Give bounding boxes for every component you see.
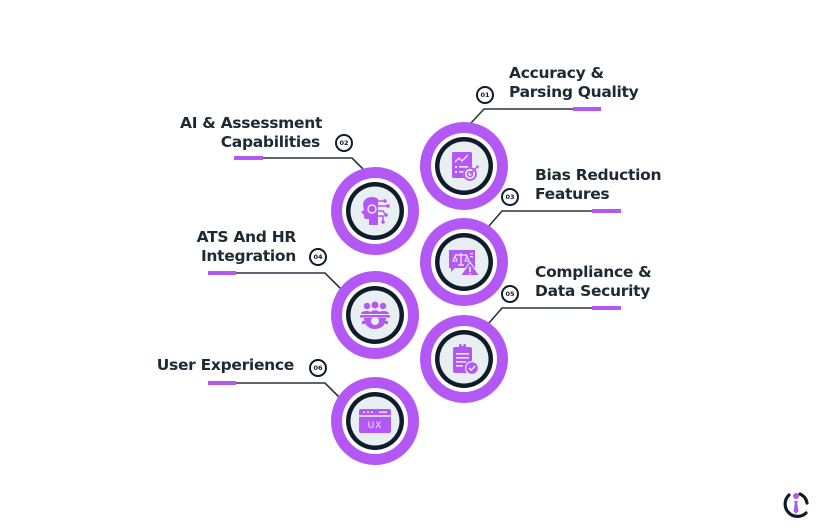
ux-window-icon: UX <box>359 409 391 433</box>
connector-04 <box>236 272 344 292</box>
label-05: Compliance & Data Security <box>535 263 652 301</box>
connector-03 <box>488 210 592 227</box>
icons: UX <box>359 152 480 433</box>
label-01: Accuracy & Parsing Quality <box>509 64 639 102</box>
label-01-line1: Accuracy & <box>509 64 604 82</box>
label-03-line2: Features <box>535 185 610 203</box>
label-06: User Experience <box>150 356 295 375</box>
label-05-line2: Data Security <box>535 282 651 300</box>
label-04-line2: Integration <box>200 247 296 265</box>
badge-06: 06 <box>309 359 327 377</box>
team-gear-icon <box>360 301 390 329</box>
label-01-line2: Parsing Quality <box>509 83 639 101</box>
badge-03: 03 <box>501 188 519 206</box>
label-02-line2: Capabilities <box>220 133 321 151</box>
connector-02 <box>263 157 369 175</box>
label-03-line1: Bias Reduction <box>535 166 662 184</box>
label-02: AI & Assessment Capabilities <box>180 114 323 152</box>
brand-logo-icon <box>783 492 809 518</box>
report-target-icon <box>452 152 479 181</box>
ux-icon-text: UX <box>368 421 383 431</box>
badge-01: 01 <box>476 86 494 104</box>
badge-05: 05 <box>501 285 519 303</box>
label-06-line1: User Experience <box>156 356 295 374</box>
connector-06 <box>236 382 343 401</box>
label-02-line1: AI & Assessment <box>180 114 323 132</box>
connector-01 <box>470 108 573 124</box>
clipboard-check-icon <box>453 343 479 375</box>
scale-warning-icon <box>449 250 480 276</box>
label-05-line1: Compliance & <box>535 263 652 281</box>
label-03: Bias Reduction Features <box>535 166 661 204</box>
badge-02: 02 <box>335 134 353 152</box>
connectors <box>208 107 621 401</box>
connector-05 <box>488 307 592 324</box>
circle-nodes <box>331 122 508 465</box>
label-04-line1: ATS And HR <box>196 228 297 246</box>
badge-04: 04 <box>309 248 327 266</box>
label-04: ATS And HR Integration <box>190 228 297 266</box>
ai-head-circuit-icon <box>361 197 390 225</box>
